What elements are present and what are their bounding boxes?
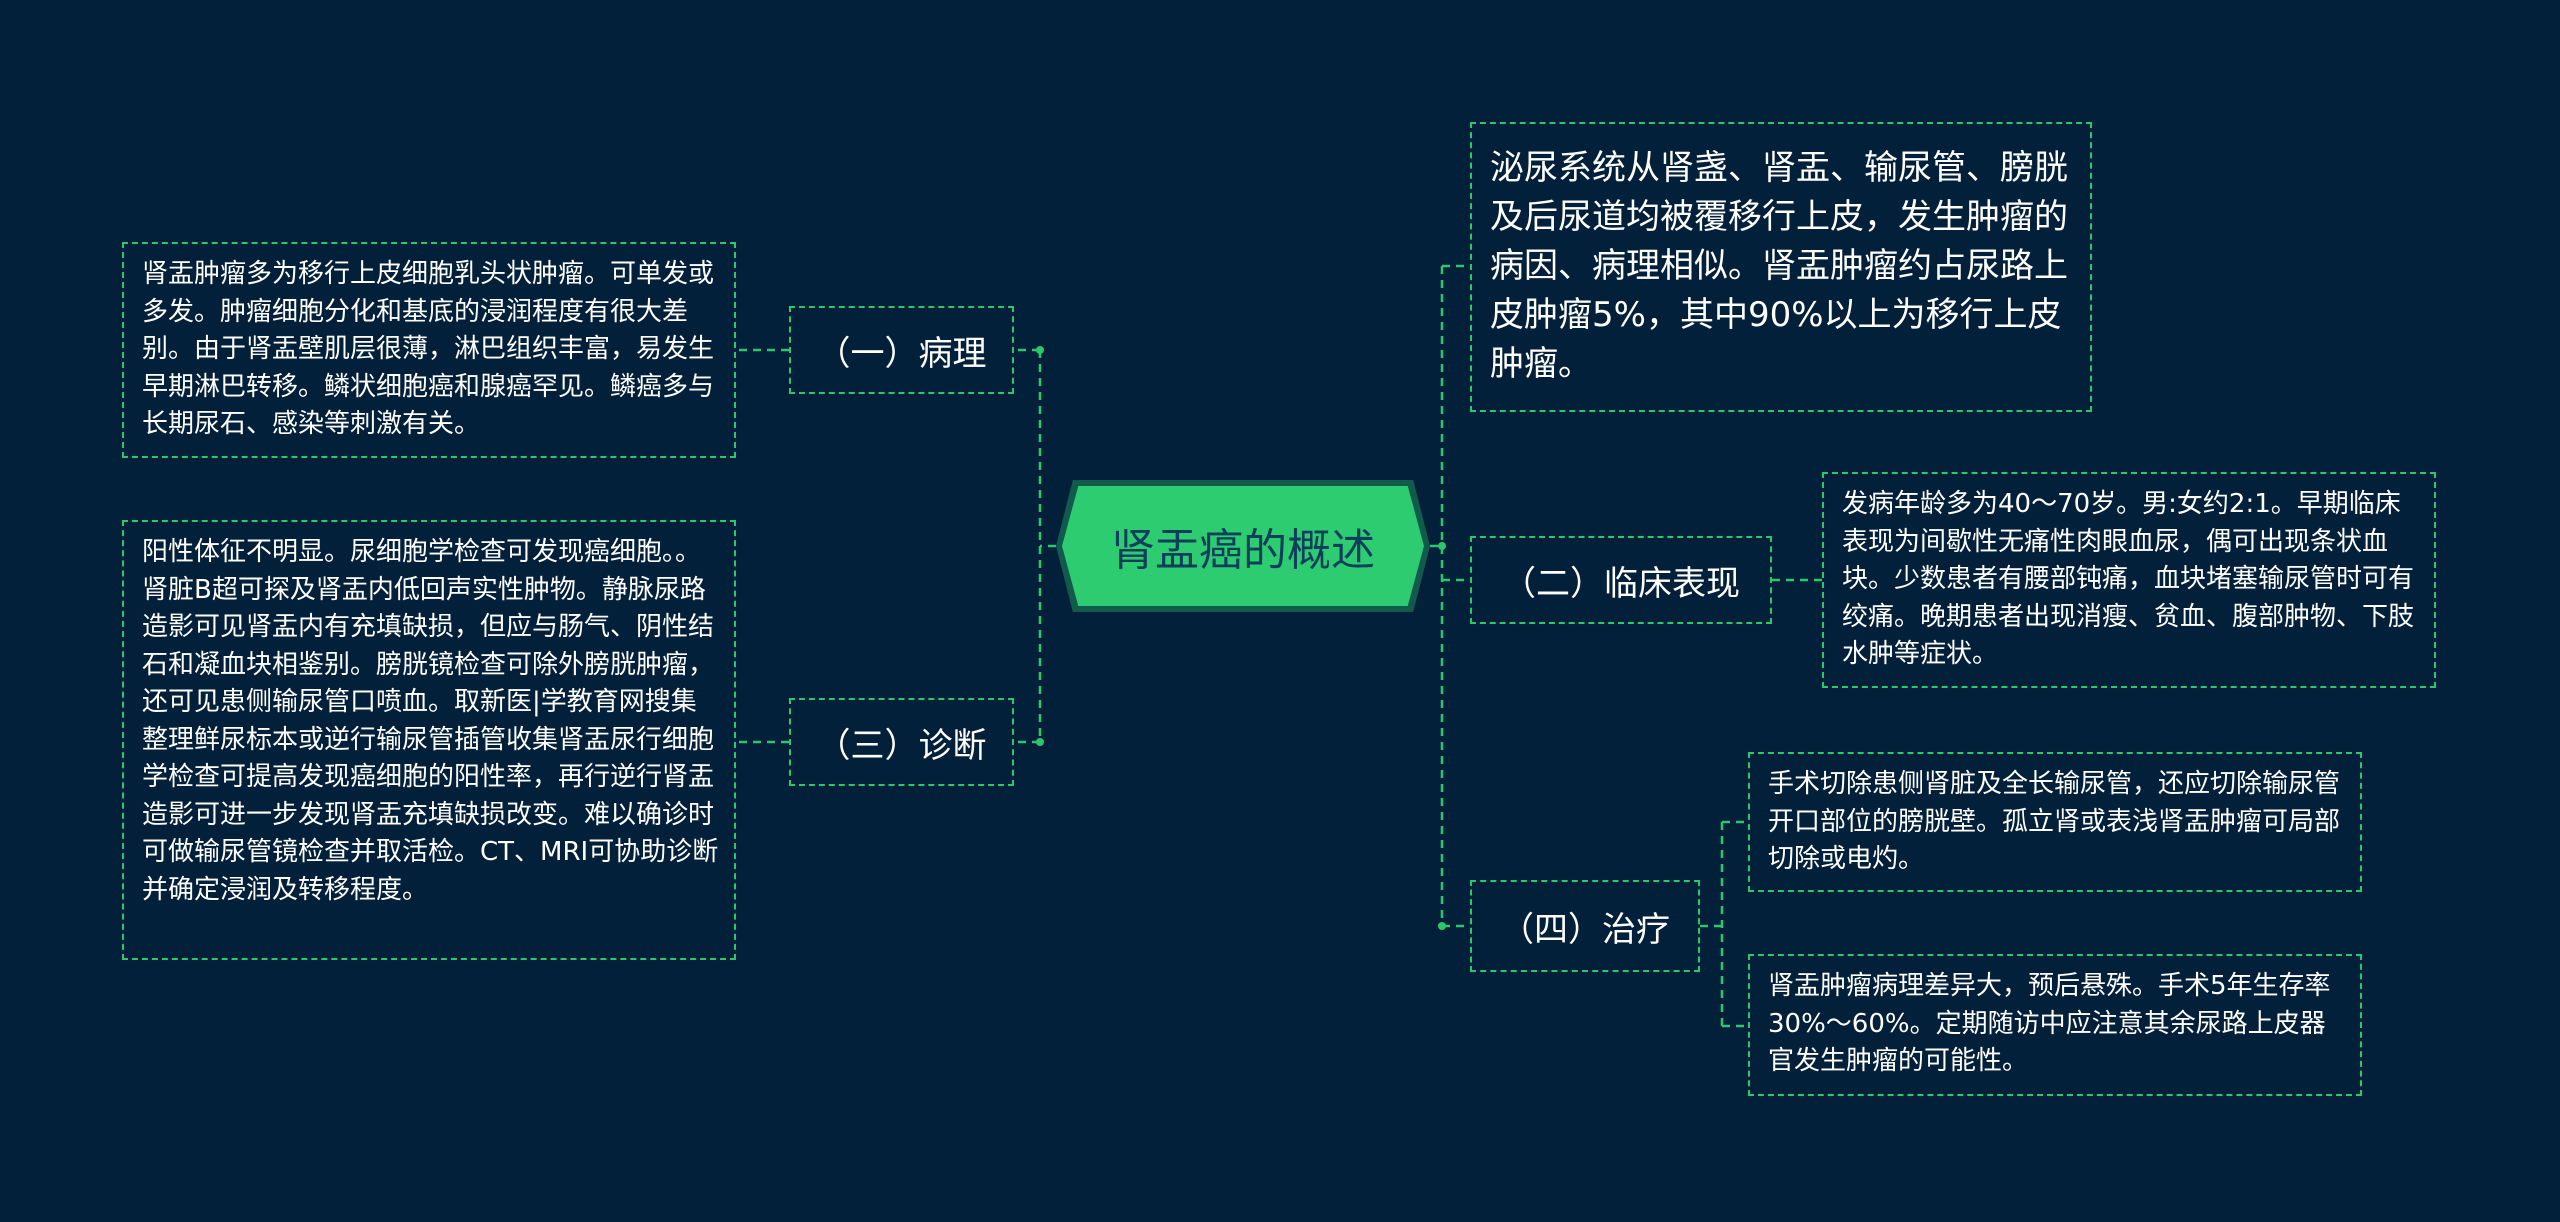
root-label: 肾盂癌的概述 <box>1111 525 1375 576</box>
clinical-detail-node[interactable]: 发病年龄多为40～70岁。男:女约2:1。早期临床表现为间歇性无痛性肉眼血尿，偶… <box>1822 472 2436 688</box>
branch-treatment[interactable]: （四）治疗 <box>1470 880 1700 972</box>
junction-dot <box>1438 542 1446 550</box>
root-node[interactable]: 肾盂癌的概述 <box>1062 486 1424 606</box>
junction-dot <box>1036 346 1044 354</box>
diagnosis-detail-node[interactable]: 阳性体征不明显。尿细胞学检查可发现癌细胞。。肾脏B超可探及肾盂内低回声实性肿物。… <box>122 520 736 960</box>
diagnosis-detail-text: 阳性体征不明显。尿细胞学检查可发现癌细胞。。肾脏B超可探及肾盂内低回声实性肿物。… <box>142 537 719 905</box>
treatment-detail-node[interactable]: 手术切除患侧肾脏及全长输尿管，还应切除输尿管开口部位的膀胱壁。孤立肾或表浅肾盂肿… <box>1748 752 2362 892</box>
branch-clinical[interactable]: （二）临床表现 <box>1470 536 1772 624</box>
branch-pathology[interactable]: （一）病理 <box>789 306 1014 394</box>
branch-pathology-label: （一）病理 <box>816 333 987 374</box>
branch-diagnosis-label: （三）诊断 <box>816 725 987 766</box>
branch-treatment-label: （四）治疗 <box>1500 909 1670 950</box>
intro-node[interactable]: 泌尿系统从肾盏、肾盂、输尿管、膀胱及后尿道均被覆移行上皮，发生肿瘤的病因、病理相… <box>1470 122 2092 412</box>
clinical-detail-text: 发病年龄多为40～70岁。男:女约2:1。早期临床表现为间歇性无痛性肉眼血尿，偶… <box>1842 489 2415 669</box>
pathology-detail-text: 肾盂肿瘤多为移行上皮细胞乳头状肿瘤。可单发或多发。肿瘤细胞分化和基底的浸润程度有… <box>142 259 715 439</box>
junction-dot <box>1438 922 1446 930</box>
treatment-detail-text: 手术切除患侧肾脏及全长输尿管，还应切除输尿管开口部位的膀胱壁。孤立肾或表浅肾盂肿… <box>1768 769 2341 874</box>
branch-diagnosis[interactable]: （三）诊断 <box>789 698 1014 786</box>
treatment-detail-node[interactable]: 肾盂肿瘤病理差异大，预后悬殊。手术5年生存率30%～60%。定期随访中应注意其余… <box>1748 954 2362 1096</box>
pathology-detail-node[interactable]: 肾盂肿瘤多为移行上皮细胞乳头状肿瘤。可单发或多发。肿瘤细胞分化和基底的浸润程度有… <box>122 242 736 458</box>
junction-dot <box>1036 738 1044 746</box>
branch-clinical-label: （二）临床表现 <box>1502 563 1740 604</box>
intro-text: 泌尿系统从肾盏、肾盂、输尿管、膀胱及后尿道均被覆移行上皮，发生肿瘤的病因、病理相… <box>1490 148 2068 384</box>
treatment-detail-text: 肾盂肿瘤病理差异大，预后悬殊。手术5年生存率30%～60%。定期随访中应注意其余… <box>1768 971 2331 1076</box>
